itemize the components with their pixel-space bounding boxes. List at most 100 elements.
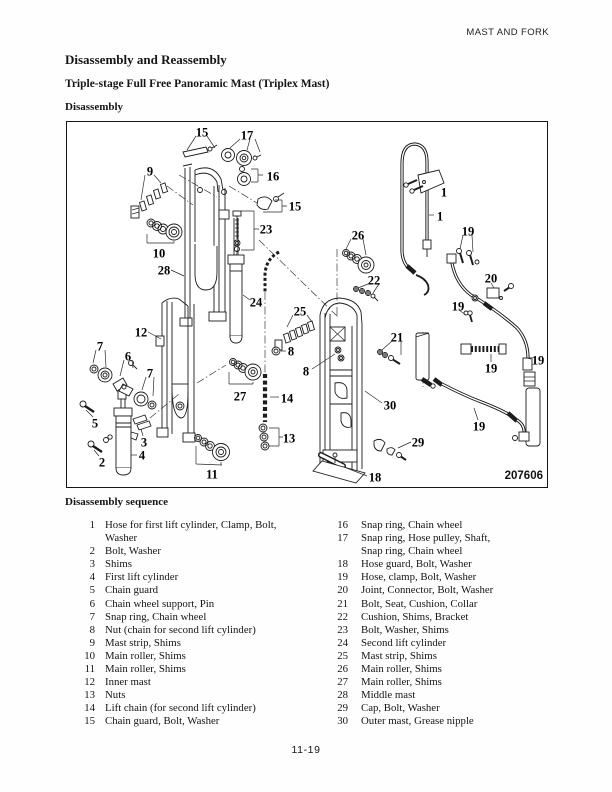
callout-label: 5 [92, 417, 98, 431]
callout-leader-line [140, 428, 144, 437]
callout-label: 1 [437, 210, 443, 224]
sequence-item-text: Bolt, Seat, Cushion, Collar [361, 597, 478, 610]
callout-label: 19 [473, 420, 486, 434]
callout-label: 16 [267, 170, 280, 184]
sequence-item-number: 17 [337, 532, 348, 545]
sequence-item-text: Chain guard, Bolt, Washer [105, 715, 220, 728]
first-cylinder-hose-drawing [400, 142, 445, 296]
callout-leader-line [186, 135, 197, 151]
callout-leader-line [362, 238, 367, 256]
callout-leader-line [229, 138, 241, 149]
callout-leader-line [119, 359, 125, 377]
sequence-item-number: 5 [89, 584, 95, 597]
callout-leader-line [254, 138, 261, 153]
callout-label: 28 [158, 264, 171, 278]
subtitle: Triple-stage Full Free Panoramic Mast (T… [65, 78, 330, 90]
sequence-item-number: 8 [89, 623, 95, 636]
sequence-item: 5 Chain guard [65, 584, 317, 597]
hose-pulley-drawing [221, 148, 285, 210]
sequence-item-number: 14 [84, 702, 95, 715]
callout-leader-line [242, 294, 251, 301]
sequence-item-text: Cap, Bolt, Washer [361, 702, 440, 715]
callout-label: 24 [250, 296, 263, 310]
callout-label: 20 [485, 272, 498, 286]
callout-label: 17 [241, 129, 254, 143]
callout-leader-line [490, 282, 495, 289]
callout-label: 30 [384, 399, 397, 413]
sequence-item: 29 Cap, Bolt, Washer [318, 702, 548, 715]
cushion-hardware-drawing [353, 286, 407, 461]
callout-leader-line [131, 359, 134, 369]
sequence-item-number: 29 [337, 702, 348, 715]
sequence-item: 17 Snap ring, Hose pulley, Shaft, Snap ri… [318, 532, 548, 558]
lift-chain-drawing [258, 250, 281, 451]
cylinder-base-hardware [79, 400, 152, 454]
callout-label: 10 [153, 247, 166, 261]
callout-leader-line [93, 449, 100, 457]
inner-mast-drawing [155, 297, 196, 443]
sequence-item-text: Outer mast, Grease nipple [361, 715, 474, 728]
sequence-item-number: 22 [337, 610, 348, 623]
callout-label: 15 [289, 200, 302, 214]
sequence-item: 23 Bolt, Washer, Shims [318, 624, 548, 637]
sequence-item-text: First lift cylinder [105, 571, 179, 584]
sequence-heading: Disassembly sequence [65, 496, 168, 508]
callout-leader-line [458, 309, 467, 316]
sequence-item-number: 23 [337, 623, 348, 636]
callout-leader-line [381, 340, 393, 351]
callout-leader-line [343, 466, 368, 477]
callout-leader-line [364, 390, 383, 404]
callout-leader-line [152, 376, 155, 397]
sequence-item-text: Chain guard [105, 584, 159, 597]
figure-part-number: 207606 [505, 470, 543, 482]
callout-label: 15 [196, 126, 209, 140]
callout-label: 9 [147, 165, 153, 179]
sequence-item-text: Hose, clamp, Bolt, Washer [361, 571, 477, 584]
callout-leader-line [471, 234, 474, 253]
sequence-item-number: 18 [337, 558, 348, 571]
sequence-item-text: Hose for first lift cylinder, Clamp, Bol… [105, 519, 277, 545]
callout-label: 2 [99, 456, 105, 470]
sequence-item-number: 25 [337, 649, 348, 662]
sequence-item-number: 3 [89, 558, 95, 571]
sequence-item-text: Hose guard, Bolt, Washer [361, 558, 472, 571]
callout-leader-line [147, 331, 162, 340]
centerlines [149, 174, 424, 419]
callout-leader-line [397, 441, 412, 449]
callout-leader-line [459, 234, 464, 250]
sequence-item-text: Shims [105, 558, 133, 571]
sequence-item-text: Main roller, Shims [361, 663, 442, 676]
callout-label: 13 [283, 432, 296, 446]
callout-label: 1 [441, 186, 447, 200]
sequence-item-text: Lift chain (for second lift cylinder) [105, 702, 256, 715]
sequence-item-text: Mast strip, Shims [105, 636, 181, 649]
callout-label: 19 [532, 354, 545, 368]
callout-leader-line [85, 409, 94, 418]
sequence-item-number: 6 [89, 597, 95, 610]
sequence-item-text: Main roller, Shims [361, 676, 442, 689]
callout-leader-line [306, 314, 313, 323]
sequence-item-text: Middle mast [361, 689, 416, 702]
sequence-item-text: Inner mast [105, 676, 151, 689]
sequence-item-text: Joint, Connector, Bolt, Washer [361, 584, 494, 597]
callout-leader-line [140, 174, 146, 201]
sequence-item-text: Snap ring, Hose pulley, Shaft, Snap ring… [361, 532, 491, 558]
sequence-item-text: Bolt, Washer, Shims [361, 623, 449, 636]
